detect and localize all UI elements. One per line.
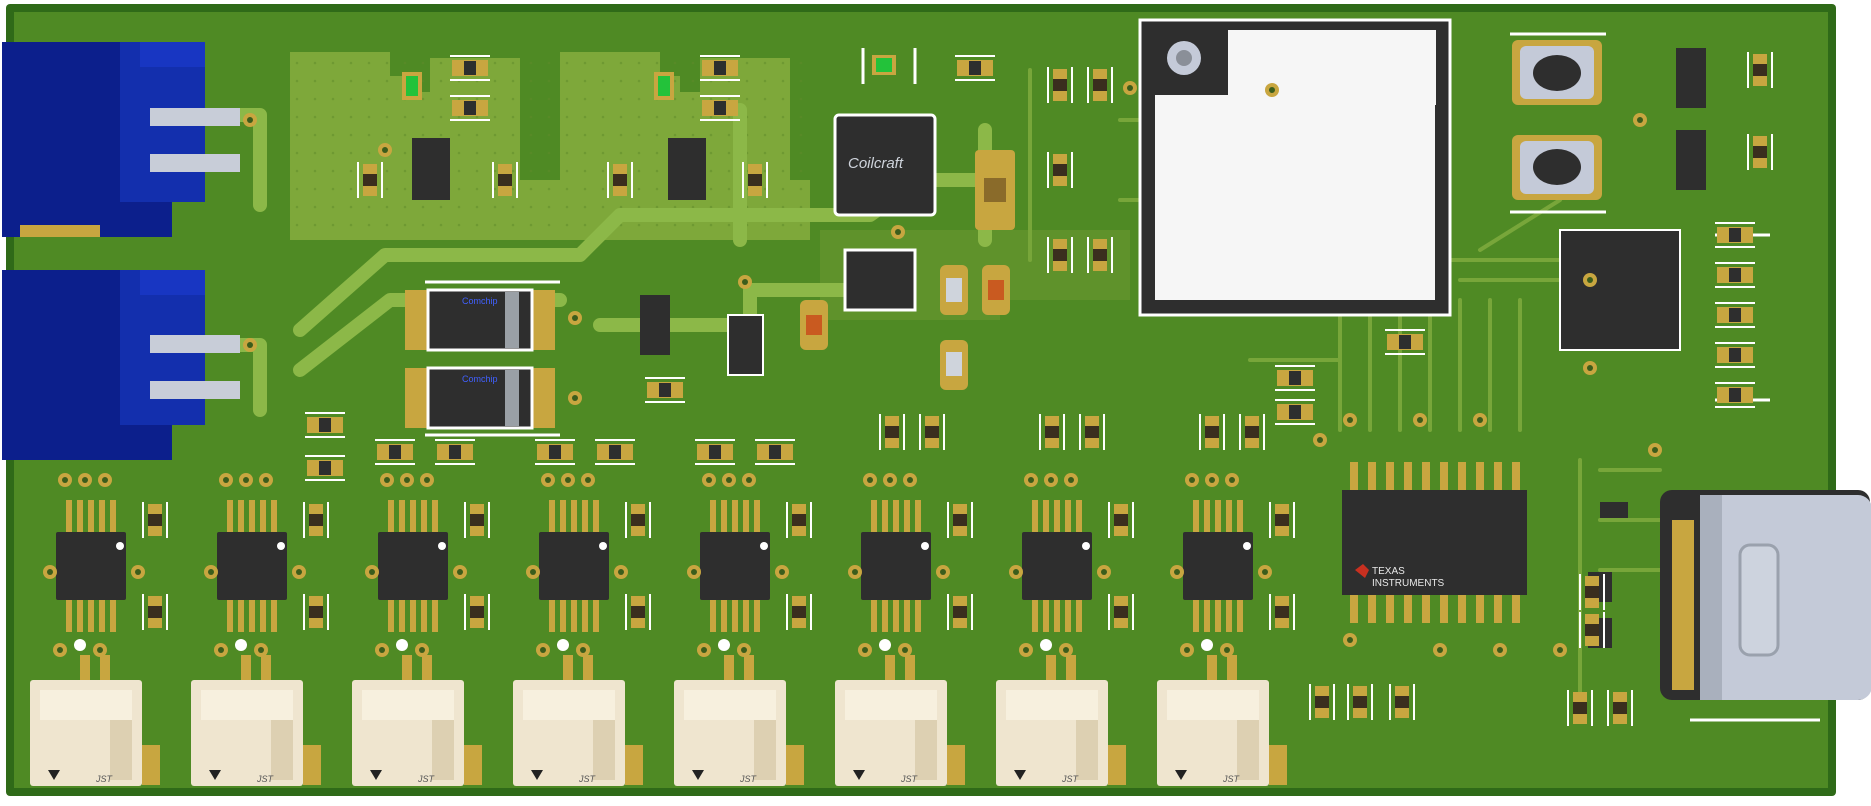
power-connector-1 bbox=[2, 42, 240, 237]
sensor-chip bbox=[1183, 500, 1253, 632]
usb-uart-chip bbox=[1559, 229, 1681, 351]
jst-label: JST bbox=[578, 774, 597, 784]
jst-connector-row: JST JST JST JST JST JST JST JST bbox=[30, 639, 1287, 786]
jst-connector: JST bbox=[674, 639, 804, 786]
jst-connector: JST bbox=[191, 639, 321, 786]
passive-components bbox=[305, 52, 1773, 726]
sensor-chip bbox=[1022, 500, 1092, 632]
diode-brand-label-top: Comchip bbox=[462, 296, 498, 306]
signal-traces bbox=[1028, 68, 1662, 722]
jst-label: JST bbox=[417, 774, 436, 784]
jst-connector: JST bbox=[513, 639, 643, 786]
driver-brand-line2: INSTRUMENTS bbox=[1372, 578, 1445, 589]
pin1-marker-icon bbox=[531, 770, 543, 780]
sensor-chip bbox=[378, 500, 448, 632]
pin1-marker-icon bbox=[1014, 770, 1026, 780]
jst-connector: JST bbox=[30, 639, 160, 786]
pin1-marker-icon bbox=[853, 770, 865, 780]
jst-connector: JST bbox=[835, 639, 965, 786]
pin1-marker-icon bbox=[1175, 770, 1187, 780]
schottky-diodes bbox=[405, 288, 555, 430]
tactile-buttons bbox=[1512, 40, 1706, 200]
wireless-module bbox=[1138, 18, 1452, 317]
pin1-marker-icon bbox=[209, 770, 221, 780]
jst-label: JST bbox=[95, 774, 114, 784]
inductor-brand-label: Coilcraft bbox=[848, 155, 904, 172]
ti-logo-icon bbox=[1355, 564, 1369, 578]
sensor-chip bbox=[56, 500, 126, 632]
jst-label: JST bbox=[256, 774, 275, 784]
jst-label: JST bbox=[1222, 774, 1241, 784]
power-connector-2 bbox=[2, 270, 240, 460]
sensor-chip-row bbox=[56, 500, 1295, 632]
usb-c-connector bbox=[1588, 490, 1871, 700]
sensor-chip bbox=[217, 500, 287, 632]
driver-brand-line1: TEXAS bbox=[1372, 566, 1405, 577]
diode-brand-label-bottom: Comchip bbox=[462, 374, 498, 384]
pin1-marker-icon bbox=[692, 770, 704, 780]
sensor-chip bbox=[861, 500, 931, 632]
jst-label: JST bbox=[900, 774, 919, 784]
power-regulator-section bbox=[402, 55, 1015, 390]
jst-label: JST bbox=[1061, 774, 1080, 784]
jst-connector: JST bbox=[1157, 639, 1287, 786]
jst-label: JST bbox=[739, 774, 758, 784]
pin1-marker-icon bbox=[48, 770, 60, 780]
power-connectors bbox=[2, 42, 240, 460]
jst-connector: JST bbox=[352, 639, 482, 786]
jst-connector: JST bbox=[996, 639, 1126, 786]
sensor-chip bbox=[700, 500, 770, 632]
led-driver-chip bbox=[1342, 462, 1527, 623]
sensor-chip bbox=[539, 500, 609, 632]
pin1-marker-icon bbox=[370, 770, 382, 780]
vias bbox=[43, 81, 1662, 657]
